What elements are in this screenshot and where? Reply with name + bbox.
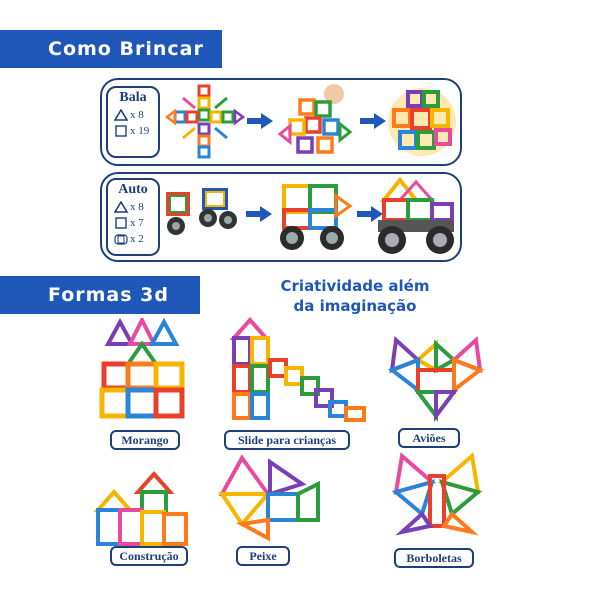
step-arrow-icon <box>246 206 272 222</box>
square-piece-icon <box>115 125 127 137</box>
recipe-item-square: x 7 <box>114 216 158 230</box>
triangle-piece-icon <box>114 109 128 121</box>
ball-model-image <box>388 88 456 156</box>
section-title: Formas 3d <box>48 284 169 306</box>
tagline: Criatividade além da imaginação <box>250 276 460 316</box>
model-caption-avioes: Aviões <box>398 428 460 448</box>
partial-assembly-image <box>277 84 353 154</box>
model-caption-construcao: Construção <box>110 546 188 566</box>
model-caption-slide-para-criancas: Slide para crianças <box>224 430 350 450</box>
section-title: Como Brincar <box>48 38 204 60</box>
model-caption-borboletas: Borboletas <box>394 548 474 568</box>
recipe-title: Auto <box>118 182 148 197</box>
model-caption-peixe: Peixe <box>236 546 290 566</box>
car-frame-image <box>280 184 353 250</box>
recipe-item-triangle: x 8 <box>114 108 158 122</box>
recipe-title: Bala <box>119 90 147 105</box>
step-arrow-icon <box>247 113 273 129</box>
airplanes-model-image <box>387 335 485 422</box>
flat-star-layout-image <box>165 84 245 159</box>
car-model-image <box>378 176 454 254</box>
recipe-item-wheel: x 2 <box>114 232 158 246</box>
tagline-line-1: Criatividade além <box>280 277 430 295</box>
butterflies-model-image <box>391 452 483 536</box>
recipe-item-square: x 19 <box>114 124 158 138</box>
step-arrow-icon <box>357 206 383 222</box>
wheel-piece-icon <box>114 234 128 245</box>
section-banner-formas-3d: Formas 3d <box>0 276 200 314</box>
tagline-line-2: da imaginação <box>293 297 417 315</box>
triangle-piece-icon <box>114 201 128 213</box>
strawberry-model-image <box>99 318 185 419</box>
construction-model-image <box>93 470 188 546</box>
slide-model-image <box>229 316 366 422</box>
car-parts-image <box>166 188 237 235</box>
recipe-item-triangle: x 8 <box>114 200 158 214</box>
step-arrow-icon <box>360 113 386 129</box>
fish-model-image <box>218 454 320 542</box>
recipe-card-auto: Auto x 8 x 7 x 2 <box>106 178 160 256</box>
model-caption-morango: Morango <box>110 430 180 450</box>
section-banner-como-brincar: Como Brincar <box>0 30 222 68</box>
square-piece-icon <box>115 217 127 229</box>
recipe-card-bala: Bala x 8 x 19 <box>106 86 160 158</box>
